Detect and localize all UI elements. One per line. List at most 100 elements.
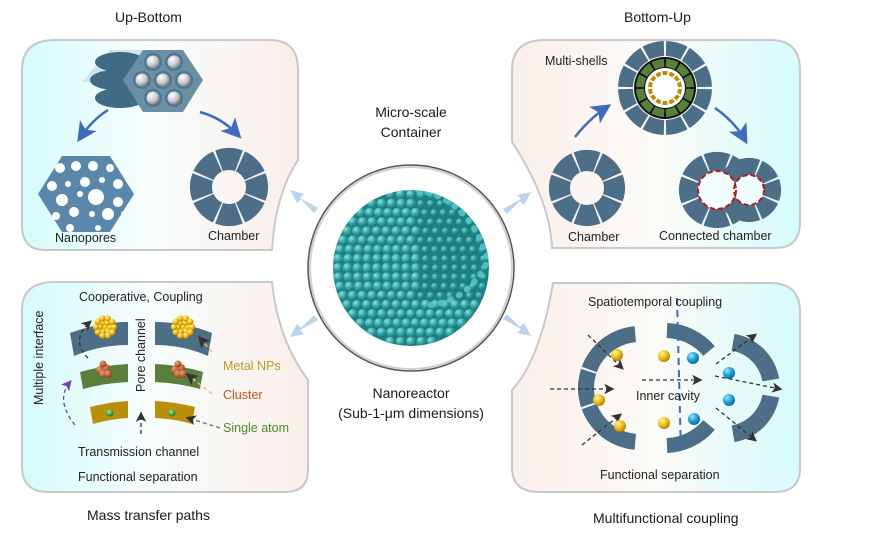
sphere-atom — [441, 227, 449, 235]
sphere-atom — [352, 253, 363, 264]
sphere-atom — [441, 255, 449, 263]
ring-segment — [215, 202, 243, 227]
sphere-atom — [357, 235, 368, 246]
ring-segment — [624, 104, 649, 129]
ring-segment — [552, 194, 581, 223]
tube-opening — [177, 73, 191, 87]
center-bottom-label-2: (Sub-1-μm dimensions) — [338, 405, 484, 421]
transmission-channel-label: Transmission channel — [78, 445, 200, 459]
panel-multifunctional — [511, 282, 801, 493]
sphere-atom — [337, 290, 348, 301]
flow-arrow — [581, 413, 623, 446]
sphere-atom — [447, 318, 458, 329]
ring-segment — [683, 88, 694, 102]
sphere-atom — [426, 236, 435, 244]
sphere-atom — [406, 290, 416, 301]
sphere-atom — [333, 263, 343, 273]
pore — [113, 197, 123, 207]
ring-segment — [648, 88, 653, 95]
sphere-atom — [342, 226, 353, 237]
sphere-atom — [351, 226, 362, 237]
sphere-atom — [347, 217, 358, 227]
sphere-atom — [478, 282, 486, 290]
sphere-atom — [421, 273, 430, 281]
chamber-icon — [549, 150, 625, 227]
sphere-atom — [381, 272, 392, 283]
ring-segment — [676, 63, 690, 77]
sphere-atom — [391, 263, 402, 273]
ring-segment — [665, 116, 688, 135]
pore — [88, 189, 104, 205]
sphere-atom — [367, 309, 378, 319]
sphere-atom — [357, 309, 368, 319]
pore — [113, 179, 123, 189]
ring-segment — [668, 98, 675, 105]
blue-np — [688, 413, 700, 425]
sphere-atom — [376, 327, 387, 338]
shell-seg — [581, 403, 636, 450]
sphere-atom — [420, 299, 431, 310]
sphere-atom — [410, 244, 421, 255]
sphere-atom — [439, 209, 447, 217]
sphere-atom — [362, 272, 373, 283]
ring-segment — [552, 153, 581, 182]
sphere-atom — [448, 209, 456, 217]
ring-segment — [215, 148, 243, 172]
multi-shells-label: Multi-shells — [545, 54, 608, 68]
sphere-atom — [371, 299, 382, 310]
shell-seg — [666, 420, 715, 453]
sphere-atom — [469, 299, 480, 310]
sphere-atom — [381, 263, 392, 273]
gold-atom — [109, 329, 116, 336]
sphere-atom — [455, 218, 464, 226]
shell-seg — [731, 333, 780, 382]
ring-segment — [668, 71, 675, 78]
gold-atom — [110, 323, 118, 331]
chamber-icon — [189, 148, 268, 227]
connected-chamber-label: Connected chamber — [659, 229, 772, 243]
tube-opening — [156, 73, 170, 87]
shell-seg — [577, 368, 597, 408]
metal-nps-icon — [92, 315, 196, 339]
ring-segment — [693, 65, 712, 88]
gold-atom — [187, 329, 194, 336]
sphere-atom — [436, 218, 444, 226]
arrow-to-up-bottom-icon — [290, 190, 318, 213]
ring-segment — [189, 173, 214, 201]
sphere-atom — [361, 226, 372, 237]
sphere-atom — [383, 207, 394, 218]
sphere-atom — [446, 218, 454, 226]
center-top-label-1: Micro-scale — [375, 104, 447, 120]
ring-segment — [640, 99, 654, 113]
blue-np — [723, 367, 735, 379]
gold-atom — [94, 318, 101, 325]
chamber-label-tr: Chamber — [568, 230, 620, 244]
sphere-atom — [406, 235, 416, 246]
sphere-atom — [406, 309, 416, 319]
gold-np — [614, 420, 626, 432]
sphere-atom — [337, 235, 348, 246]
sphere-atom — [465, 236, 473, 244]
sphere-atom — [460, 255, 468, 263]
sphere-atom — [406, 336, 416, 346]
sphere-atom — [342, 299, 353, 310]
metal-nps-label: Metal NPs — [223, 359, 281, 373]
ring-segment — [624, 47, 649, 72]
gold-atom — [172, 329, 179, 336]
pore — [106, 164, 114, 172]
connected-chamber-icon — [679, 152, 781, 228]
ring-segment — [662, 71, 668, 76]
single-atom-pointer-icon — [185, 415, 221, 429]
arrow-to-bottom-up-icon — [503, 192, 531, 214]
sphere-atom — [417, 200, 425, 208]
sphere-atom — [431, 273, 439, 281]
tube-opening — [135, 73, 149, 87]
center-top-label-2: Container — [380, 124, 442, 140]
sphere-atom — [347, 290, 358, 301]
gold-np — [611, 349, 623, 361]
sphere-atom — [417, 292, 425, 300]
sphere-atom — [391, 244, 402, 255]
gold-atom — [188, 323, 196, 331]
pore — [102, 208, 114, 220]
